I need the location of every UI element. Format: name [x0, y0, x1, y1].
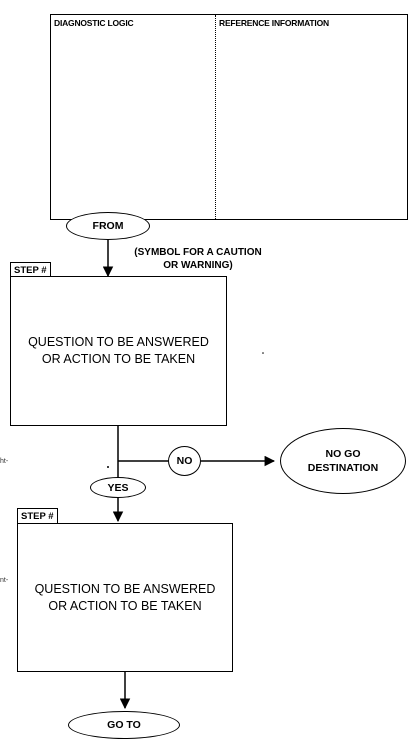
- step1-box: QUESTION TO BE ANSWERED OR ACTION TO BE …: [10, 276, 227, 426]
- step2-line-1: QUESTION TO BE ANSWERED: [34, 581, 216, 596]
- no-circle: NO: [168, 446, 201, 476]
- from-oval: FROM: [66, 212, 150, 240]
- header-divider: [215, 15, 216, 219]
- step1-line-1: QUESTION TO BE ANSWERED: [28, 335, 209, 349]
- step1-text: QUESTION TO BE ANSWERED OR ACTION TO BE …: [28, 334, 209, 368]
- step2-line-2: OR ACTION TO BE TAKEN: [48, 598, 202, 613]
- goto-oval: GO TO: [68, 711, 180, 739]
- step2-tab: STEP #: [17, 508, 58, 525]
- diagnostic-logic-label: DIAGNOSTIC LOGIC: [54, 18, 134, 28]
- margin-fragment-lower: nt-: [0, 577, 9, 584]
- caution-note: (SYMBOL FOR A CAUTION OR WARNING): [118, 246, 278, 272]
- nogo-line-2: DESTINATION: [307, 462, 379, 474]
- nogo-line-1: NO GO: [325, 448, 361, 460]
- no-label: NO: [176, 455, 193, 467]
- step2-text: QUESTION TO BE ANSWERED OR ACTION TO BE …: [35, 581, 216, 615]
- step2-box: QUESTION TO BE ANSWERED OR ACTION TO BE …: [17, 523, 233, 672]
- margin-fragment-upper: ht-: [0, 458, 9, 465]
- step1-line-2: OR ACTION TO BE TAKEN: [41, 352, 196, 366]
- caution-line-1: (SYMBOL FOR A CAUTION: [134, 247, 262, 258]
- header-frame: DIAGNOSTIC LOGIC REFERENCE INFORMATION: [50, 14, 408, 220]
- from-label: FROM: [92, 220, 124, 232]
- caution-line-2: OR WARNING): [163, 260, 233, 271]
- goto-label: GO TO: [107, 719, 141, 731]
- reference-information-label: REFERENCE INFORMATION: [219, 18, 329, 28]
- yes-oval: YES: [90, 477, 146, 498]
- nogo-destination-oval: NO GO DESTINATION: [280, 428, 406, 494]
- yes-label: YES: [107, 481, 129, 494]
